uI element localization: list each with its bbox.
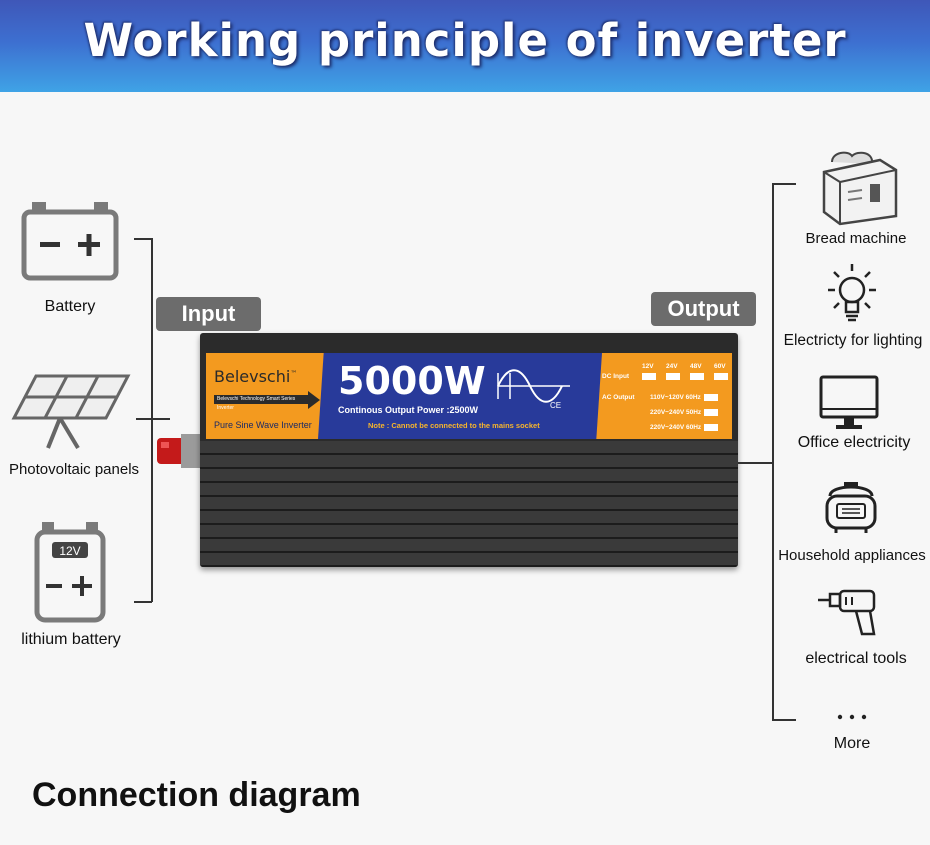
connection-diagram-title: Connection diagram [32,776,361,814]
monitor-icon [819,375,879,429]
output-label-more: More [833,735,871,752]
drill-icon [818,589,876,636]
page-title: Working principle of inverter [83,14,847,67]
output-label-household: Household appliances [778,547,926,564]
dc-60v: 60V [714,363,726,370]
ac-box-2 [704,409,718,416]
input-tag: Input [156,297,261,331]
input-label-battery: Battery [44,298,96,315]
output-tag: Output [651,292,756,326]
dc-12v: 12V [642,363,654,370]
dc-box-24v [666,373,680,380]
output-label-office: Office electricity [797,434,911,451]
ac-option-2: 220V~240V 50Hz [650,409,702,416]
red-terminal-icon [157,434,203,468]
dc-24v: 24V [666,363,678,370]
output-bracket [772,183,774,721]
power-rating: 5000W [338,359,486,403]
dc-input-label: DC Input [602,373,630,380]
brand-arrow: Belevschi Technology Smart Series Invert… [214,395,309,411]
more-dots-icon [837,714,867,720]
input-label-lithium: lithium battery [21,631,121,648]
power-panel: 5000W CE Continous Output Power :2500W N… [318,353,602,439]
rice-cooker-icon [825,482,877,533]
ac-option-3: 220V~240V 60Hz [650,424,702,431]
dc-48v: 48V [690,363,702,370]
lithium-badge: 12V [59,544,80,558]
continuous-power: Continous Output Power :2500W [338,405,479,415]
battery-icon [21,202,119,281]
inverter-device: Belevschi™ Belevschi Technology Smart Se… [200,333,738,567]
mains-note: Note : Cannot be connected to the mains … [368,421,540,430]
ac-box-1 [704,394,718,401]
dc-box-48v [690,373,704,380]
dc-box-60v [714,373,728,380]
light-bulb-icon [828,264,876,322]
ce-mark: CE [550,401,562,410]
output-label-bread: Bread machine [805,230,907,247]
solar-panel-icon [11,374,131,450]
output-label-lighting: Electricty for lighting [783,332,923,349]
sine-wave-icon [497,369,570,403]
brand-name: Belevschi™ [214,367,298,386]
dc-box-12v [642,373,656,380]
toaster-icon [822,151,898,226]
output-label-tools: electrical tools [805,650,907,667]
ac-box-3 [704,424,718,431]
ac-option-1: 110V~120V 60Hz [650,394,701,401]
input-bracket [151,238,153,602]
inverter-label-panel: Belevschi™ Belevschi Technology Smart Se… [206,353,732,439]
title-banner: Working principle of inverter [0,0,930,92]
input-label-photovoltaic: Photovoltaic panels [8,461,140,478]
brand-subtitle: Pure Sine Wave Inverter [214,420,312,430]
lithium-battery-icon: 12V [34,522,106,623]
ac-output-label: AC Output [602,394,635,401]
